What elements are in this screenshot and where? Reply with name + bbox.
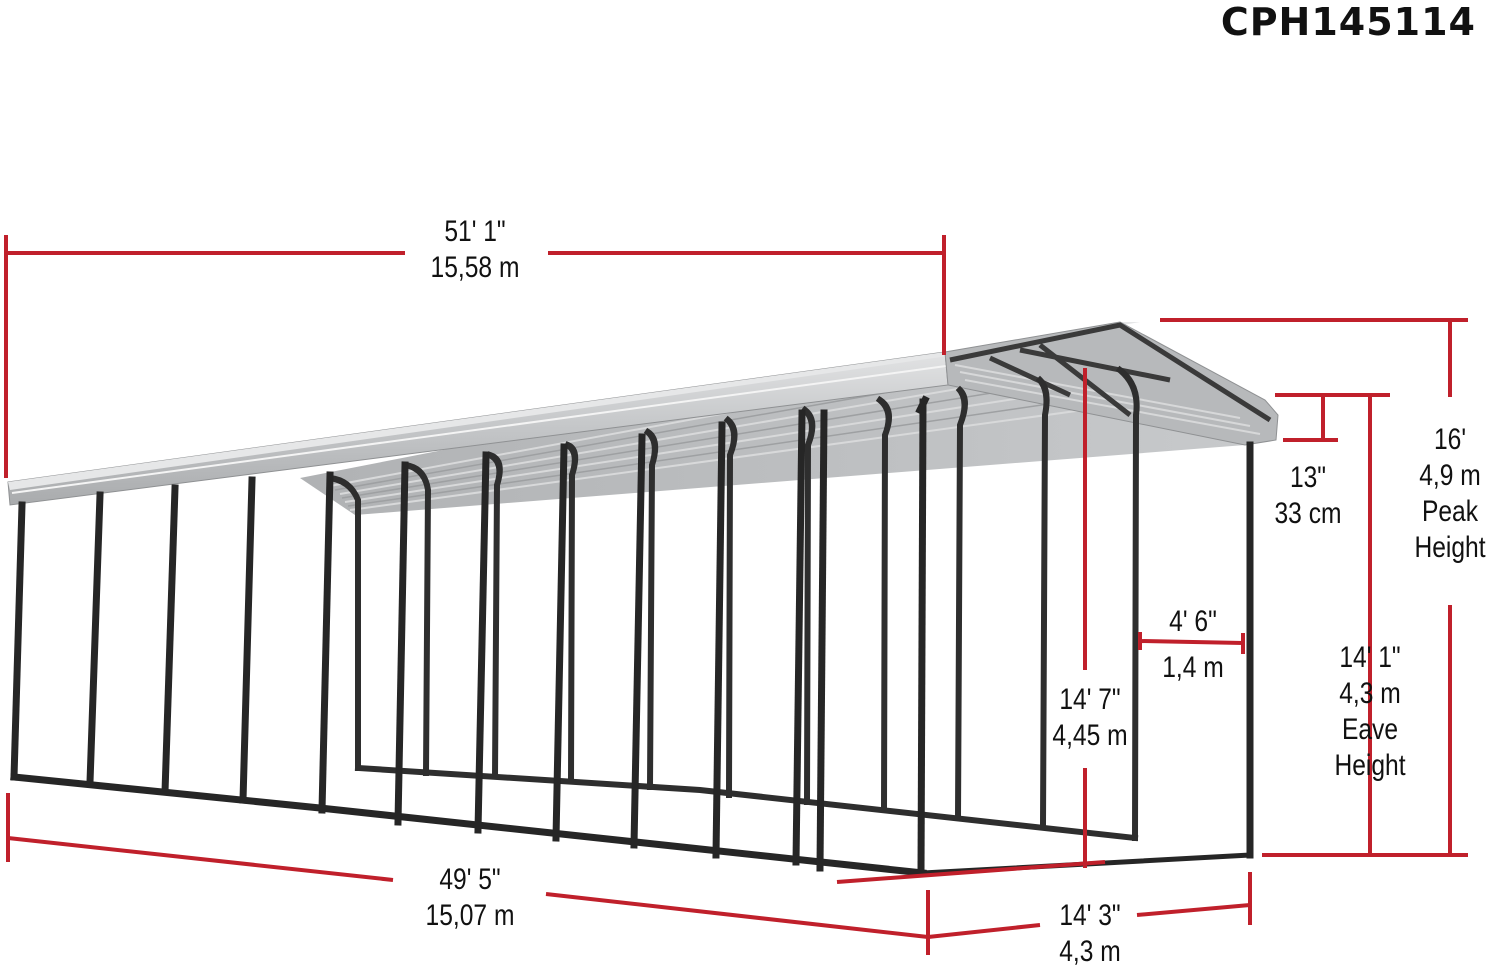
base-length-metric: 15,07 m <box>425 899 515 932</box>
base-length-imperial: 49' 5" <box>439 863 501 896</box>
roof-width-label: 14' 7" 4,45 m <box>1045 682 1135 754</box>
eave-height-imperial: 14' 1" <box>1339 641 1401 674</box>
overhang-metric: 33 cm <box>1274 497 1342 530</box>
overhang-imperial: 13" <box>1289 461 1327 494</box>
base-width-metric: 4,3 m <box>1059 935 1121 968</box>
roof-width-metric: 4,45 m <box>1052 719 1128 752</box>
frame-back-row <box>326 365 1140 842</box>
roof-side-panel <box>7 321 1279 506</box>
bay-spacing-metric: 1,4 m <box>1162 651 1224 684</box>
roof-width-imperial: 14' 7" <box>1059 683 1121 716</box>
dimension-lines <box>4 235 1468 955</box>
peak-height-label: 16' 4,9 m Peak Height <box>1409 422 1491 566</box>
overall-length-metric: 15,58 m <box>430 251 520 284</box>
overall-length-imperial: 51' 1" <box>444 215 506 248</box>
model-code-title: CPH145114 <box>1220 0 1476 44</box>
bay-spacing-imperial: 4' 6" <box>1169 605 1217 638</box>
peak-height-imperial: 16' <box>1433 423 1467 456</box>
eave-height-caption-1: Eave <box>1341 713 1399 746</box>
peak-height-caption-1: Peak <box>1421 495 1479 528</box>
overall-length-label: 51' 1" 15,58 m <box>414 214 537 286</box>
eave-height-label: 14' 1" 4,3 m Eave Height <box>1325 640 1415 784</box>
base-length-label: 49' 5" 15,07 m <box>409 862 532 934</box>
peak-height-metric: 4,9 m <box>1419 459 1481 492</box>
overhang-label: 13" 33 cm <box>1267 460 1349 532</box>
peak-height-caption-2: Height <box>1414 531 1486 564</box>
bay-spacing-label: 4' 6" 1,4 m <box>1152 604 1234 686</box>
base-width-label: 14' 3" 4,3 m <box>1045 898 1135 970</box>
eave-height-metric: 4,3 m <box>1339 677 1401 710</box>
base-width-imperial: 14' 3" <box>1059 899 1121 932</box>
frame-front-row <box>10 395 1254 877</box>
eave-height-caption-2: Height <box>1334 749 1406 782</box>
